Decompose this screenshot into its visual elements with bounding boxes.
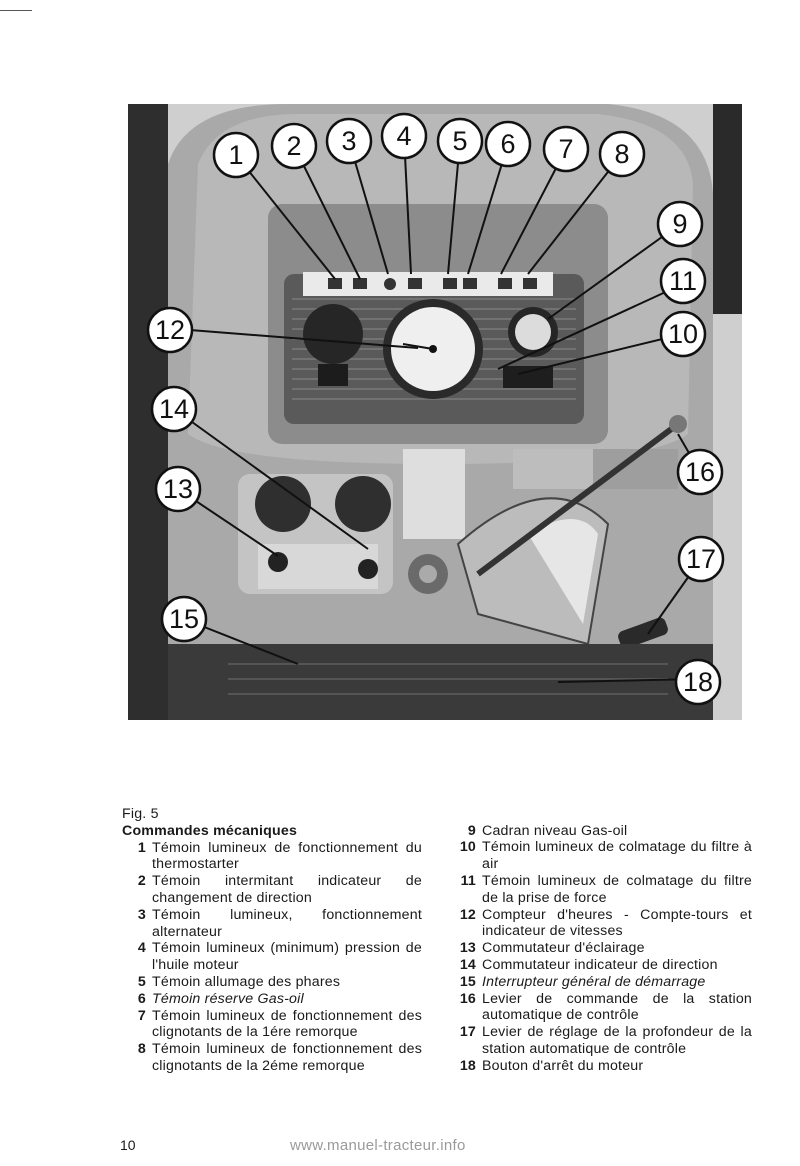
legend-item: 16 Levier de commande de la station autom… [452,991,752,1025]
item-number: 10 [459,839,476,856]
legend-item: 7 Témoin lumineux de fonctionnement des c… [122,1008,422,1042]
legend-item: 17 Levier de réglage de la profondeur de … [452,1024,752,1058]
callout-5: 5 [452,126,467,156]
legend-item: 6 Témoin réserve Gas-oil [122,991,422,1008]
item-text: Témoin intermitant indicateur de changem… [152,873,422,906]
legend-item: 8 Témoin lumineux de fonctionnement des c… [122,1041,422,1075]
legend-item: 15 Interrupteur général de démarrage [452,974,752,991]
item-number: 16 [459,990,476,1007]
item-text: Commutateur indicateur de direction [482,956,718,973]
item-number: 17 [459,1024,476,1041]
callout-6: 6 [500,129,515,159]
legend-item: 1 Témoin lumineux de fonctionnement du th… [122,840,422,874]
callout-9: 9 [672,209,687,239]
item-number: 8 [137,1041,146,1058]
item-number: 5 [137,973,146,990]
callout-4: 4 [396,121,411,151]
callout-3: 3 [341,126,356,156]
legend-item: 11 Témoin lumineux de colmatage du filtre… [452,873,752,907]
item-text: Compteur d'heures - Compte-tours et indi… [482,906,752,940]
callout-12: 12 [155,315,185,345]
item-text: Bouton d'arrêt du moteur [482,1057,644,1074]
item-text: Témoin lumineux (minimum) pression de l'… [152,940,422,974]
item-text: Interrupteur général de démarrage [482,973,706,990]
item-number: 13 [459,940,476,957]
item-number: 9 [467,822,476,839]
page-number: 10 [120,1137,136,1153]
legend-item: 14 Commutateur indicateur de direction [452,957,752,974]
item-text: Témoin lumineux de fonctionnement du the… [152,839,422,873]
legend-item: 18 Bouton d'arrêt du moteur [452,1058,752,1075]
item-number: 7 [137,1007,146,1024]
legend-item: 12 Compteur d'heures - Compte-tours et in… [452,907,752,941]
legend-item: 5 Témoin allumage des phares [122,974,422,991]
callout-14: 14 [159,394,189,424]
legend-column-left: 1 Témoin lumineux de fonctionnement du th… [122,840,422,1075]
legend-item: 13 Commutateur d'éclairage [452,940,752,957]
callout-2: 2 [286,131,301,161]
legend-item: 10 Témoin lumineux de colmatage du filtre… [452,839,752,873]
item-text: Levier de commande de la station automat… [482,990,752,1024]
item-number: 6 [137,990,146,1007]
item-number: 4 [137,940,146,957]
item-text: Cadran niveau Gas-oil [482,822,628,839]
item-text: Témoin allumage des phares [152,973,341,990]
callout-17: 17 [686,544,716,574]
callout-13: 13 [163,474,193,504]
item-text: Témoin lumineux de colmatage du filtre à… [482,839,752,873]
dashboard-photo: 1 2 3 4 5 6 7 8 9 11 10 12 14 13 16 17 1… [128,104,742,720]
legend-item: 3 Témoin lumineux, fonctionnement alterna… [122,907,422,941]
item-text: Témoin lumineux de fonctionnement des cl… [152,1007,422,1041]
item-number: 3 [137,906,146,923]
item-number: 18 [459,1057,476,1074]
item-number: 14 [459,956,476,973]
callout-16: 16 [685,457,715,487]
item-text: Commutateur d'éclairage [482,940,645,957]
corner-mark [0,10,32,11]
item-text: Témoin lumineux de fonctionnement des cl… [152,1041,422,1074]
legend-item: 2 Témoin intermitant indicateur de change… [122,873,422,907]
watermark: www.manuel-tracteur.info [290,1137,466,1154]
callout-18: 18 [683,667,713,697]
item-number: 12 [459,906,476,923]
item-text: Témoin lumineux de colmatage du filtre d… [482,872,752,906]
legend-item: 9 Cadran niveau Gas-oil [452,823,752,840]
item-number: 2 [137,873,146,890]
item-number: 15 [459,973,476,990]
callout-8: 8 [614,139,629,169]
item-number: 1 [137,839,146,856]
item-text: Levier de réglage de la profondeur de la… [482,1024,752,1057]
callout-1: 1 [228,140,243,170]
callout-11: 11 [669,266,697,296]
item-number: 11 [460,872,476,889]
item-text: Témoin réserve Gas-oil [152,990,304,1007]
figure-label: Fig. 5 [122,806,159,822]
legend-item: 4 Témoin lumineux (minimum) pression de l… [122,940,422,974]
callout-10: 10 [668,319,698,349]
callout-15: 15 [169,604,199,634]
item-text: Témoin lumineux, fonctionnement alternat… [152,906,422,940]
callout-7: 7 [558,134,573,164]
legend-title: Commandes mécaniques [122,822,298,839]
